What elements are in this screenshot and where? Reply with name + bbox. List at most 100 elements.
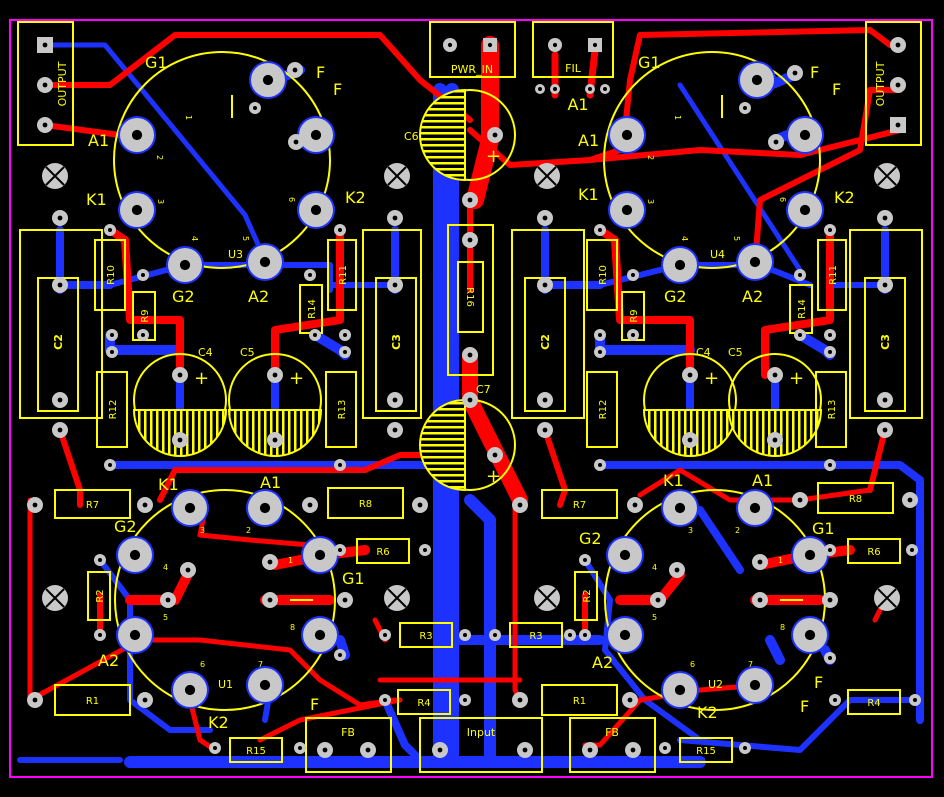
- drill-hole: [57, 282, 63, 288]
- drill-hole: [542, 397, 548, 403]
- resistor-r14-l-label: R14: [307, 299, 318, 319]
- drill-hole: [184, 684, 196, 696]
- u1-pin-num-8: 8: [290, 623, 295, 632]
- drill-hole: [797, 497, 803, 503]
- drill-hole: [108, 463, 112, 467]
- drill-hole: [129, 549, 141, 561]
- u4-g2-label: G2: [664, 287, 687, 306]
- svg-text:+: +: [289, 368, 304, 389]
- resistor-r6-l: [356, 538, 410, 564]
- resistor-r3-r-label: R3: [529, 631, 542, 642]
- drill-hole: [437, 747, 443, 753]
- u4-a1-label: A1: [578, 131, 599, 150]
- drill-hole: [687, 372, 693, 378]
- drill-hole: [213, 746, 217, 750]
- resistor-r13-l-label: R13: [337, 400, 348, 420]
- drill-hole: [621, 204, 633, 216]
- fil-connector: [532, 21, 614, 78]
- u1-a2-label: A2: [98, 651, 119, 670]
- drill-hole: [538, 87, 542, 91]
- drill-hole: [314, 629, 326, 641]
- u4-pin-num-4: 4: [680, 236, 689, 241]
- u1-k1-label: K1: [158, 475, 179, 494]
- drill-hole: [343, 350, 347, 354]
- u4-pin-num-3: 3: [646, 199, 655, 204]
- u2-k2-label: K2: [697, 703, 718, 722]
- u3-pin-num-5: 5: [241, 236, 250, 241]
- drill-hole: [392, 427, 398, 433]
- drill-hole: [587, 747, 593, 753]
- u3-g1-label: G1: [145, 53, 168, 72]
- svg-text:+: +: [486, 146, 501, 167]
- drill-hole: [773, 139, 779, 145]
- drill-hole: [383, 633, 387, 637]
- drill-hole: [583, 633, 587, 637]
- resistor-r7-r: [541, 489, 618, 519]
- u4-f1-label: F: [810, 63, 819, 82]
- c6-label: C6: [404, 130, 419, 143]
- drill-hole: [259, 679, 271, 691]
- u2-a2-label: A2: [592, 653, 613, 672]
- resistor-r3-r: [509, 622, 563, 648]
- u1-pin-num-5: 5: [163, 613, 168, 622]
- drill-hole: [674, 259, 686, 271]
- u3-g2-label: G2: [172, 287, 195, 306]
- resistor-r10-l: [94, 239, 126, 311]
- drill-hole: [131, 204, 143, 216]
- u2-pin-num-3: 3: [688, 526, 693, 535]
- u1-f-label: F: [310, 695, 319, 714]
- u2-f2-label: F: [800, 697, 809, 716]
- drill-hole: [179, 259, 191, 271]
- drill-hole: [882, 215, 888, 221]
- resistor-r7-l-label: R7: [86, 500, 99, 511]
- mounting-hole-cross: [45, 588, 65, 608]
- drill-hole: [292, 67, 298, 73]
- tube-socket-u3: [113, 51, 331, 269]
- drill-hole: [522, 747, 528, 753]
- fil-label: FIL: [565, 62, 582, 75]
- drill-hole: [110, 350, 114, 354]
- u2-g1-label: G1: [812, 519, 835, 538]
- drill-hole: [882, 282, 888, 288]
- drill-hole: [804, 629, 816, 641]
- resistor-r6-l-label: R6: [376, 547, 389, 558]
- resistor-r4-l-label: R4: [417, 698, 430, 709]
- u2-pin-num-5: 5: [652, 613, 657, 622]
- drill-hole: [129, 629, 141, 641]
- resistor-r6-r: [847, 538, 901, 564]
- u1-pin-num-1: 1: [288, 556, 293, 565]
- u1-pin-num-3: 3: [200, 526, 205, 535]
- resistor-r8-r-label: R8: [849, 494, 862, 505]
- c3-left-outline: [362, 229, 422, 419]
- resistor-r12-l-label: R12: [108, 400, 119, 420]
- drill-hole: [467, 397, 473, 403]
- drill-hole: [799, 204, 811, 216]
- drill-hole: [799, 129, 811, 141]
- drill-hole: [141, 333, 145, 337]
- r16-label: R16: [464, 287, 475, 307]
- resistor-r10-r-label: R10: [598, 265, 609, 285]
- drill-hole: [365, 747, 371, 753]
- fb-right-label: FB: [605, 726, 619, 739]
- resistor-r1-l: [54, 684, 131, 716]
- u2-pin-num-2: 2: [735, 526, 740, 535]
- drill-hole: [338, 463, 342, 467]
- u2-k1-label: K1: [663, 471, 684, 490]
- a1-header-label: A1: [567, 95, 588, 114]
- drill-hole: [828, 333, 832, 337]
- drill-hole: [177, 437, 183, 443]
- drill-hole: [185, 567, 191, 573]
- u3-a2-label: A2: [248, 287, 269, 306]
- resistor-r15-r: [679, 737, 733, 763]
- u1-k2-label: K2: [208, 713, 229, 732]
- resistor-r2-l-label: R2: [95, 589, 106, 602]
- drill-hole: [627, 697, 633, 703]
- u2-ref: U2: [708, 678, 723, 691]
- drill-hole: [743, 106, 747, 110]
- svg-text:+: +: [486, 466, 501, 487]
- drill-hole: [342, 597, 348, 603]
- u2-pin-num-8: 8: [780, 623, 785, 632]
- drill-hole: [687, 437, 693, 443]
- drill-hole: [447, 42, 453, 48]
